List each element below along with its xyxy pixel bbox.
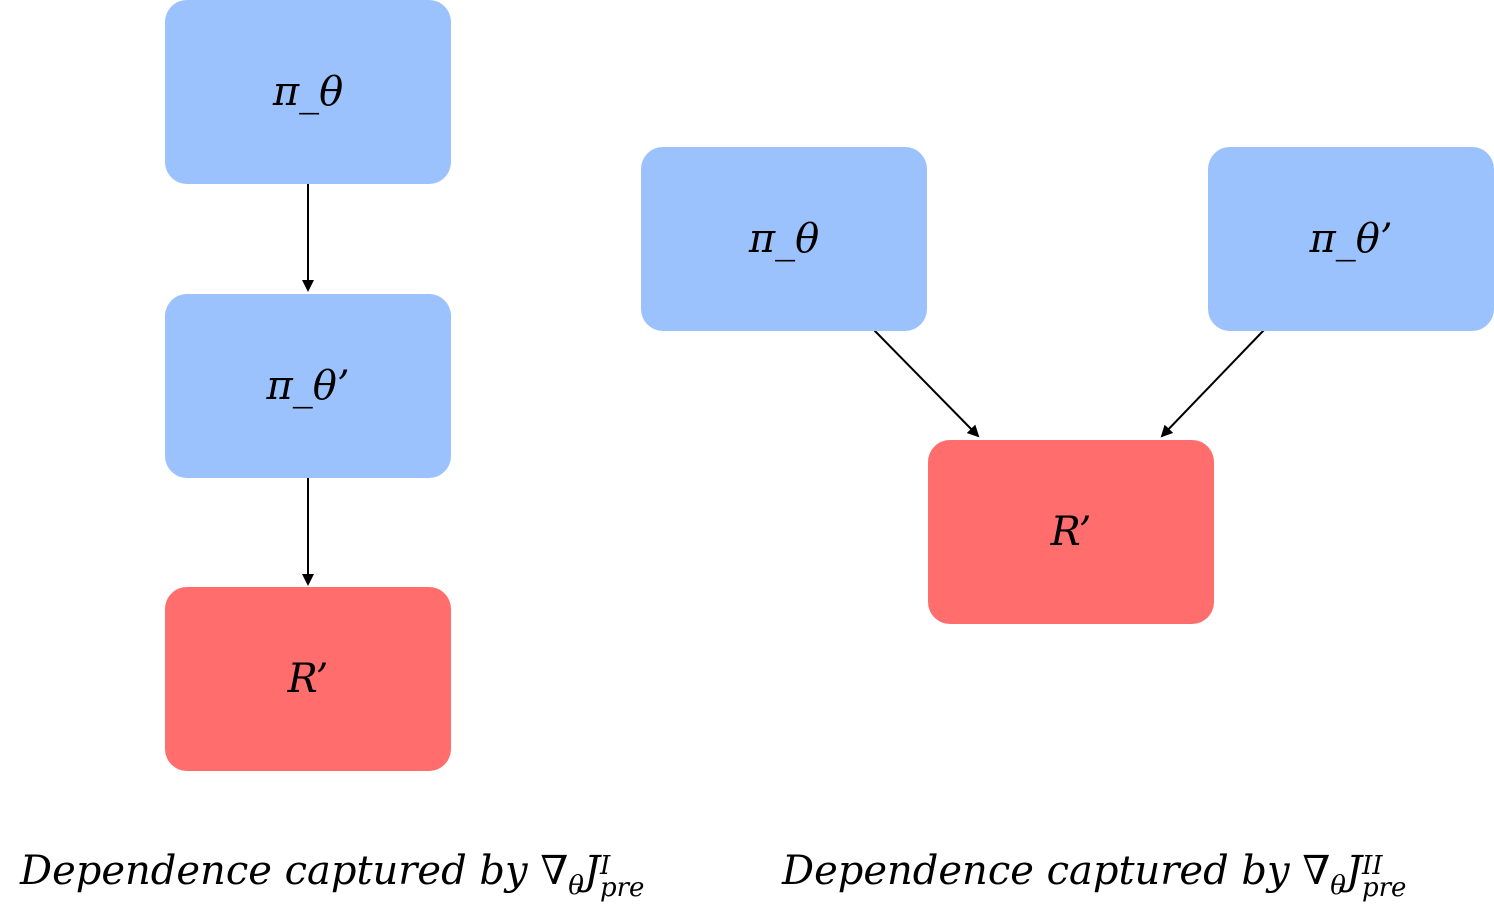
left-node-reward-label: R’ xyxy=(287,656,329,702)
caption-right-text: Dependence captured by xyxy=(782,848,1303,894)
right-node-pi-theta-prime: π_θ’ xyxy=(1208,147,1494,331)
edge-right-left-to-bottom xyxy=(873,329,980,438)
caption-left-text: Dependence captured by xyxy=(20,848,541,894)
left-node-pi-theta-prime-label: π_θ’ xyxy=(266,363,350,409)
left-node-reward: R’ xyxy=(165,587,451,771)
left-node-pi-theta: π_θ xyxy=(165,0,451,184)
right-node-reward: R’ xyxy=(928,440,1214,624)
objective-superscript: II xyxy=(1361,851,1383,881)
left-node-pi-theta-prime: π_θ’ xyxy=(165,294,451,478)
right-node-pi-theta-prime-label: π_θ’ xyxy=(1309,216,1393,262)
left-node-pi-theta-label: π_θ xyxy=(272,69,344,115)
right-node-reward-label: R’ xyxy=(1050,509,1092,555)
objective-symbol: J xyxy=(1345,848,1362,894)
nabla-symbol: ∇ xyxy=(1302,848,1331,894)
objective-subscript: pre xyxy=(1361,873,1407,903)
objective-subscript: pre xyxy=(599,873,645,903)
right-node-pi-theta-label: π_θ xyxy=(748,216,820,262)
right-node-pi-theta: π_θ xyxy=(641,147,927,331)
objective-symbol: J xyxy=(583,848,600,894)
nabla-subscript: θ xyxy=(1330,871,1346,901)
objective-superscript: I xyxy=(599,851,611,881)
edge-right-right-to-bottom xyxy=(1160,329,1265,438)
nabla-subscript: θ xyxy=(568,871,584,901)
nabla-symbol: ∇ xyxy=(540,848,569,894)
